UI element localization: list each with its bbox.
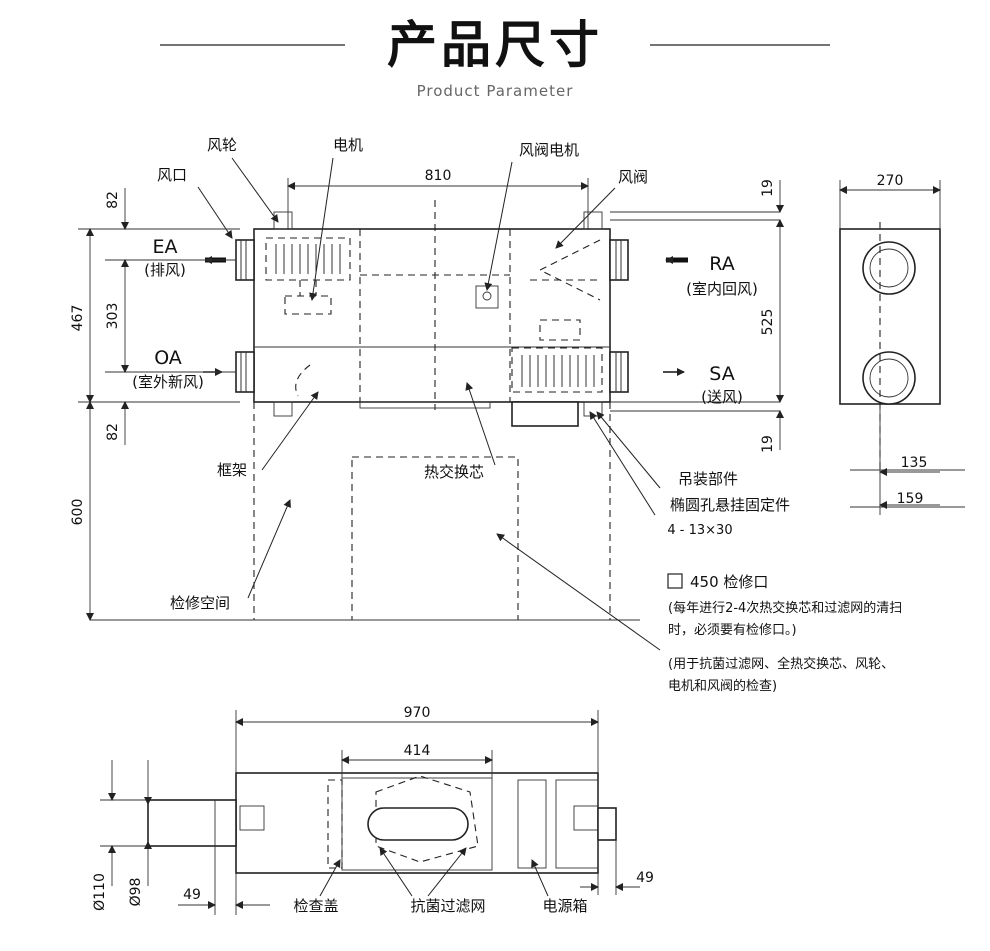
note-title: 450 检修口: [690, 573, 768, 591]
dim-467: 467: [70, 305, 86, 332]
dim-19-bottom: 19: [760, 435, 776, 453]
label-damper-motor: 风阀电机: [519, 141, 579, 159]
label-vent: 风口: [157, 166, 187, 184]
front-view: [90, 200, 780, 621]
label-oa-sub: (室外新风): [132, 373, 204, 391]
fan-wheel-right: [511, 347, 603, 393]
dim-110: Ø110: [92, 873, 108, 911]
port-sa: [609, 351, 629, 393]
label-filter: 抗菌过滤网: [410, 897, 485, 915]
label-inspection-cover: 检查盖: [293, 897, 338, 915]
label-motor: 电机: [333, 136, 363, 154]
side-view: 270 135 159: [839, 173, 965, 515]
dim-600: 600: [70, 499, 86, 526]
fan-wheel-left: [265, 237, 351, 281]
label-damper: 风阀: [618, 168, 648, 186]
label-power-box: 电源箱: [542, 897, 587, 915]
label-sa-sub: (送风): [701, 388, 743, 406]
power-box-front: [511, 401, 579, 427]
dim-810: 810: [425, 168, 452, 184]
unit-body: [253, 228, 611, 403]
note-line-2: 时，必须要有检修口。): [668, 623, 797, 638]
hanger-tr: [583, 211, 603, 230]
port-ea: [235, 239, 255, 281]
bottom-view: 970 414 Ø110 Ø98 49 49 检查盖 抗菌过滤网 电源箱: [92, 705, 654, 915]
label-fan-wheel: 风轮: [207, 136, 237, 154]
label-ea: EA: [152, 236, 177, 258]
dim-970: 970: [404, 705, 431, 721]
dim-19-top: 19: [760, 179, 776, 197]
note-line-3: (用于抗菌过滤网、全热交换芯、风轮、: [668, 656, 894, 672]
label-ra-sub: (室内回风): [686, 280, 758, 298]
service-opening: [351, 456, 519, 621]
label-oval-hole: 椭圆孔悬挂固定件: [670, 496, 790, 514]
port-labels: EA (排风) OA (室外新风) RA (室内回风) SA (送风): [132, 236, 758, 406]
motor-block: [284, 295, 332, 315]
dimensions-front: 810 467 303 82 82 600 525 19 19: [70, 168, 784, 621]
hanger-br: [583, 401, 603, 417]
dim-49-left: 49: [183, 887, 201, 903]
port-ra: [609, 239, 629, 281]
filter-slot: [367, 807, 469, 841]
dim-159: 159: [897, 491, 924, 507]
dim-49-right: 49: [636, 870, 654, 886]
dim-525: 525: [760, 309, 776, 336]
dim-82-bottom: 82: [105, 423, 121, 441]
dim-98: Ø98: [128, 878, 144, 907]
label-heat-core: 热交换芯: [424, 463, 484, 481]
duct-pipe: [147, 799, 237, 847]
label-ra: RA: [709, 253, 734, 275]
label-hanging-parts: 吊装部件: [678, 470, 738, 488]
dim-414: 414: [404, 743, 431, 759]
page-title: 产品尺寸: [387, 16, 603, 74]
dim-303: 303: [105, 303, 121, 330]
page-subtitle: Product Parameter: [417, 82, 574, 100]
label-service-space: 检修空间: [170, 594, 230, 612]
port-oa: [235, 351, 255, 393]
note-square-icon: [667, 573, 683, 589]
service-note: 450 检修口 (每年进行2-4次热交换芯和过滤网的清扫 时，必须要有检修口。)…: [667, 573, 902, 694]
dim-270: 270: [877, 173, 904, 189]
damper: [538, 239, 601, 301]
label-ea-sub: (排风): [144, 261, 186, 279]
label-oa: OA: [154, 347, 182, 369]
note-line-1: (每年进行2-4次热交换芯和过滤网的清扫: [668, 600, 902, 616]
dim-82-top: 82: [105, 191, 121, 209]
duct-flange-left: [239, 805, 265, 831]
hanger-bl: [273, 401, 293, 417]
note-line-4: 电机和风阀的检查): [668, 678, 777, 694]
label-frame: 框架: [217, 461, 247, 479]
callouts: 风轮 电机 风口 风阀电机 风阀 框架 热交换芯 吊装部件 椭圆孔悬挂固定件 4…: [157, 136, 790, 651]
header: 产品尺寸 Product Parameter: [160, 16, 830, 100]
label-hole-spec: 4 - 13×30: [667, 523, 732, 538]
inspection-cover: [341, 777, 493, 871]
label-sa: SA: [709, 363, 734, 385]
dim-135: 135: [901, 455, 928, 471]
side-port-bottom: [862, 351, 916, 405]
side-port-top: [862, 241, 916, 295]
